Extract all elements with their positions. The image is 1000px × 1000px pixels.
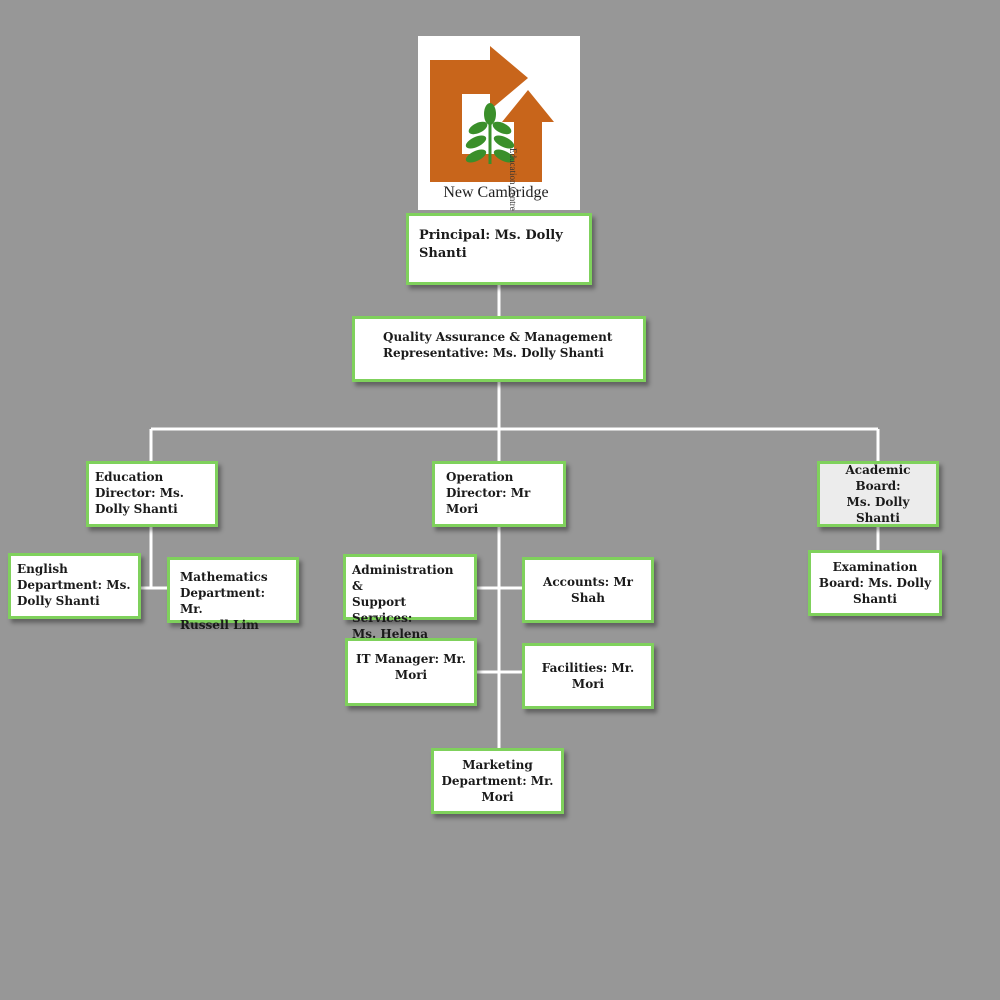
node-english-department-label: English Department: Ms. Dolly Shanti [17, 562, 131, 608]
node-examination-board-label: Examination Board: Ms. Dolly Shanti [818, 560, 932, 606]
node-mathematics-department: Mathematics Department: Mr. Russell Lim [167, 557, 299, 632]
node-it-manager-label: IT Manager: Mr. Mori [356, 652, 466, 682]
node-academic-board-label: Academic Board: Ms. Dolly Shanti [845, 463, 911, 525]
node-examination-board: Examination Board: Ms. Dolly Shanti [808, 550, 942, 616]
node-principal: Principal: Ms. Dolly Shanti [406, 213, 592, 285]
school-logo: New Cambridge Education Centre [418, 36, 580, 211]
node-marketing-department: Marketing Department: Mr. Mori [431, 748, 564, 814]
node-academic-board: Academic Board: Ms. Dolly Shanti [817, 461, 939, 527]
node-principal-label: Principal: Ms. Dolly Shanti [419, 228, 563, 261]
node-facilities-label: Facilities: Mr. Mori [541, 661, 635, 691]
node-operation-director: Operation Director: Mr Mori [432, 461, 566, 527]
node-facilities: Facilities: Mr. Mori [522, 643, 654, 709]
node-administration-support: Administration & Support Services: Ms. H… [343, 554, 477, 641]
node-accounts: Accounts: Mr Shah [522, 557, 654, 623]
node-accounts-label: Accounts: Mr Shah [543, 575, 633, 605]
node-education-director: Education Director: Ms. Dolly Shanti [86, 461, 218, 527]
node-administration-support-label: Administration & Support Services: Ms. H… [352, 563, 454, 641]
node-qa-representative: Quality Assurance & Management Represent… [352, 316, 646, 382]
logo-house-arrow-icon [430, 46, 554, 182]
node-qa-representative-label: Quality Assurance & Management Represent… [383, 330, 613, 360]
node-mathematics-department-label: Mathematics Department: Mr. Russell Lim [180, 570, 268, 632]
node-education-director-label: Education Director: Ms. Dolly Shanti [95, 470, 184, 516]
node-it-manager: IT Manager: Mr. Mori [345, 638, 477, 706]
node-english-department: English Department: Ms. Dolly Shanti [8, 553, 141, 619]
node-operation-director-label: Operation Director: Mr Mori [446, 470, 531, 516]
logo-name-text: New Cambridge [443, 184, 549, 201]
node-marketing-department-label: Marketing Department: Mr. Mori [441, 758, 554, 804]
